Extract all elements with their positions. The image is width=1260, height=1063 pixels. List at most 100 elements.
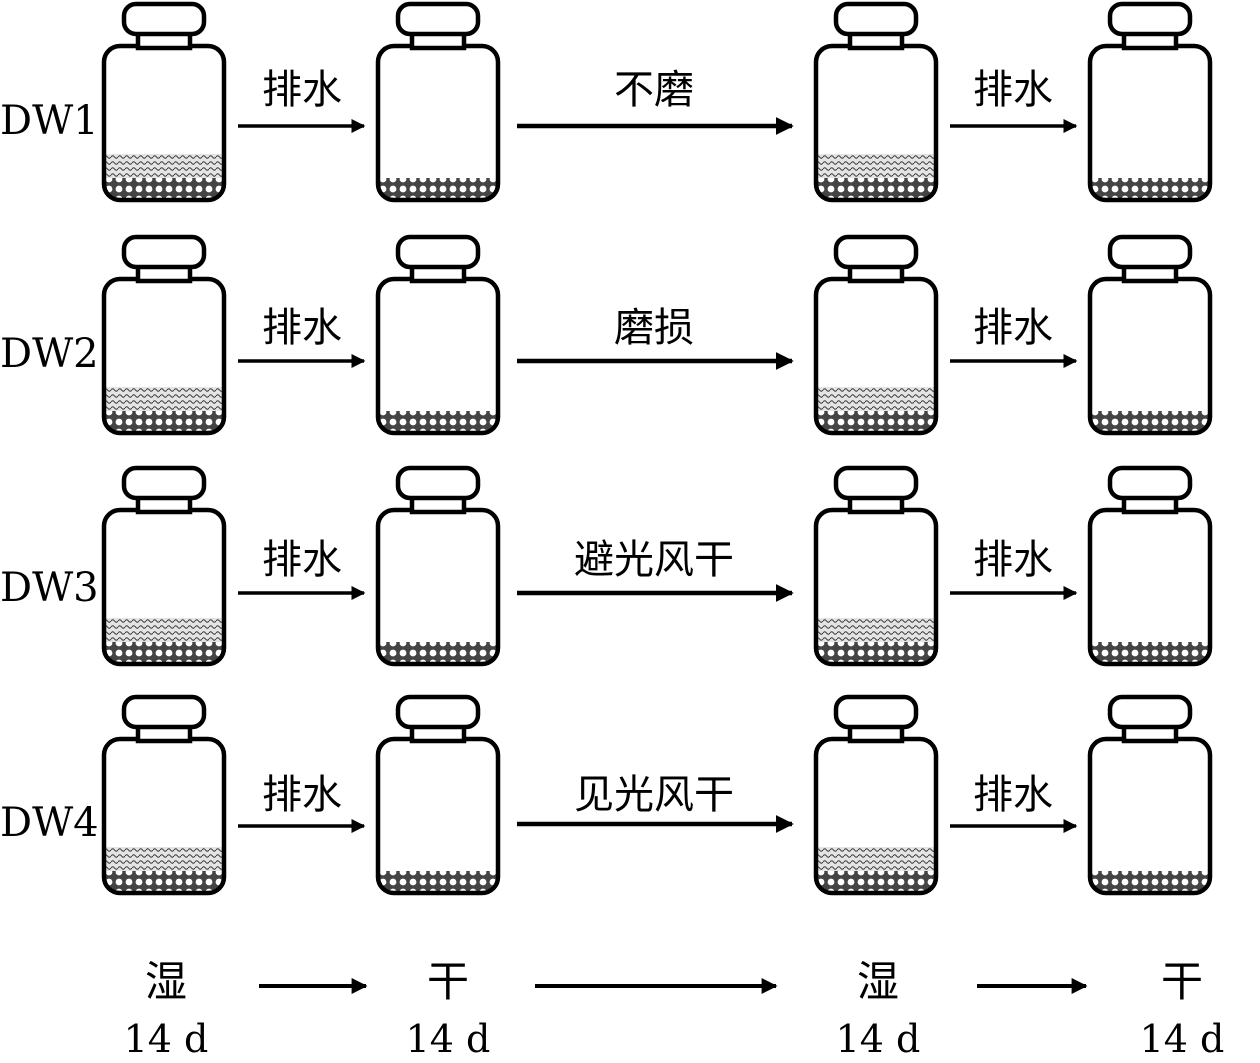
process-label: 不磨 xyxy=(614,67,694,113)
sample-row: DW3 排水 避光风干 排水 xyxy=(0,465,1213,667)
jar-dry-2 xyxy=(1087,234,1213,436)
jar-contents xyxy=(106,618,222,662)
water-layer xyxy=(106,618,222,646)
jar-wet-2 xyxy=(813,1,939,203)
sediment-layer xyxy=(380,642,496,662)
jar-contents xyxy=(380,871,496,891)
jar-contents xyxy=(106,154,222,198)
row-label: DW2 xyxy=(0,331,99,377)
stage-4-duration: 14 d xyxy=(1140,1017,1225,1061)
jar-dry-2 xyxy=(1087,1,1213,203)
sediment-layer xyxy=(1092,871,1208,891)
jar-contents xyxy=(1092,411,1208,431)
jar-dry-2 xyxy=(1087,694,1213,896)
drain-label: 排水 xyxy=(262,537,342,583)
jar-dry-1 xyxy=(375,1,501,203)
stage-1-duration: 14 d xyxy=(124,1017,209,1061)
jar-contents xyxy=(818,387,934,431)
drain-label: 排水 xyxy=(262,67,342,113)
sediment-layer xyxy=(106,871,222,891)
jar-body xyxy=(375,507,501,667)
sediment-layer xyxy=(818,871,934,891)
drain-label-2: 排水 xyxy=(973,537,1053,583)
jar-contents xyxy=(1092,871,1208,891)
jar-wet-2 xyxy=(813,465,939,667)
stage-3-state: 湿 xyxy=(857,957,899,1006)
row-label: DW1 xyxy=(0,98,99,144)
stage-2-duration: 14 d xyxy=(406,1017,491,1061)
jar-contents xyxy=(1092,642,1208,662)
jar-wet-1 xyxy=(101,694,227,896)
jar-contents xyxy=(106,847,222,891)
jar-cap xyxy=(121,465,207,501)
jar-cap xyxy=(1107,694,1193,730)
jar-contents xyxy=(818,618,934,662)
jar-cap xyxy=(1107,1,1193,37)
stage-2-state: 干 xyxy=(427,957,469,1006)
jar-cap xyxy=(121,694,207,730)
jar-cap xyxy=(833,234,919,270)
drain-label-2: 排水 xyxy=(973,772,1053,818)
jar-dry-1 xyxy=(375,694,501,896)
stage-3-duration: 14 d xyxy=(836,1017,921,1061)
water-layer xyxy=(818,387,934,415)
jar-body xyxy=(1087,276,1213,436)
drain-label: 排水 xyxy=(262,772,342,818)
jar-cap xyxy=(395,465,481,501)
sediment-layer xyxy=(818,642,934,662)
jar-contents xyxy=(818,847,934,891)
jar-dry-1 xyxy=(375,234,501,436)
jar-cap xyxy=(121,1,207,37)
jar-cap xyxy=(395,234,481,270)
jar-dry-2 xyxy=(1087,465,1213,667)
jar-wet-2 xyxy=(813,234,939,436)
jar-wet-2 xyxy=(813,694,939,896)
process-label: 见光风干 xyxy=(574,772,734,818)
jar-cap xyxy=(833,465,919,501)
drain-label-2: 排水 xyxy=(973,67,1053,113)
sediment-layer xyxy=(818,411,934,431)
sediment-layer xyxy=(380,178,496,198)
drain-label: 排水 xyxy=(262,305,342,351)
jar-wet-1 xyxy=(101,1,227,203)
jar-cap xyxy=(833,1,919,37)
jar-cap xyxy=(395,1,481,37)
water-layer xyxy=(818,618,934,646)
process-label: 磨损 xyxy=(614,305,694,351)
sediment-layer xyxy=(1092,411,1208,431)
jar-wet-1 xyxy=(101,465,227,667)
jar-body xyxy=(1087,507,1213,667)
process-label: 避光风干 xyxy=(574,537,734,583)
jar-cap xyxy=(1107,234,1193,270)
jar-body xyxy=(375,736,501,896)
sediment-layer xyxy=(1092,642,1208,662)
sediment-layer xyxy=(106,642,222,662)
sample-row: DW1 排水 不磨 排水 xyxy=(0,1,1213,203)
sediment-layer xyxy=(1092,178,1208,198)
jar-contents xyxy=(380,642,496,662)
jar-contents xyxy=(818,154,934,198)
jar-contents xyxy=(380,411,496,431)
stage-1-state: 湿 xyxy=(145,957,187,1006)
sediment-layer xyxy=(106,411,222,431)
jar-body xyxy=(375,276,501,436)
jar-contents xyxy=(1092,178,1208,198)
jar-body xyxy=(1087,736,1213,896)
jar-cap xyxy=(121,234,207,270)
jar-contents xyxy=(380,178,496,198)
water-layer xyxy=(106,847,222,875)
timeline: 湿 14 d 干 14 d 湿 14 d 干 14 d xyxy=(124,957,1225,1061)
drain-label-2: 排水 xyxy=(973,305,1053,351)
sediment-layer xyxy=(106,178,222,198)
row-label: DW3 xyxy=(0,565,99,611)
sample-row: DW4 排水 见光风干 排水 xyxy=(0,694,1213,896)
sample-row: DW2 排水 磨损 排水 xyxy=(0,234,1213,436)
water-layer xyxy=(106,387,222,415)
sediment-layer xyxy=(818,178,934,198)
jar-wet-1 xyxy=(101,234,227,436)
row-label: DW4 xyxy=(0,800,99,846)
jar-body xyxy=(375,43,501,203)
jar-contents xyxy=(106,387,222,431)
water-layer xyxy=(818,847,934,875)
